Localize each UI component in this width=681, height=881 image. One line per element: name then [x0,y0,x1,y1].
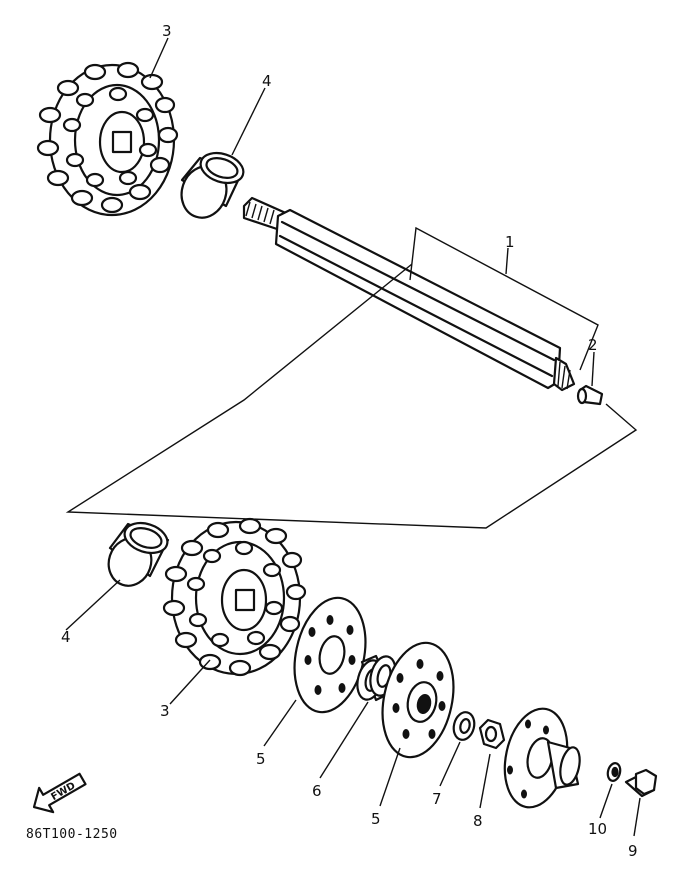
ball-bearing [356,654,397,702]
callout-10: 10 [588,820,607,838]
callout-6: 6 [312,782,322,800]
callout-5-right: 5 [371,810,381,828]
diagram-code: 86T100-1250 [26,827,118,842]
callout-1: 1 [505,233,515,251]
callout-3-upper: 3 [162,22,172,40]
callout-8: 8 [473,812,483,830]
hub-flange [503,707,581,809]
drive-sprocket-lower [162,517,307,677]
bearing-holder-plate-right [381,641,455,759]
hex-bolt [624,768,658,798]
callout-2: 2 [588,336,598,354]
lock-washer [606,762,622,782]
callout-3-lower: 3 [160,702,170,720]
collar-lower [107,521,170,587]
drive-shaft [242,196,576,392]
callout-4-upper: 4 [262,72,272,90]
fwd-arrow-icon: FWD [32,772,87,814]
nut [478,718,506,750]
callout-9: 9 [628,842,638,860]
collar-upper [180,151,245,219]
assembly-connection-line [65,263,638,529]
callout-7: 7 [432,790,442,808]
callout-4-lower: 4 [61,628,71,646]
washer [452,711,476,741]
callout-5-left: 5 [256,750,266,768]
shaft-end-plug [576,384,604,406]
drive-sprocket-upper [36,61,179,217]
